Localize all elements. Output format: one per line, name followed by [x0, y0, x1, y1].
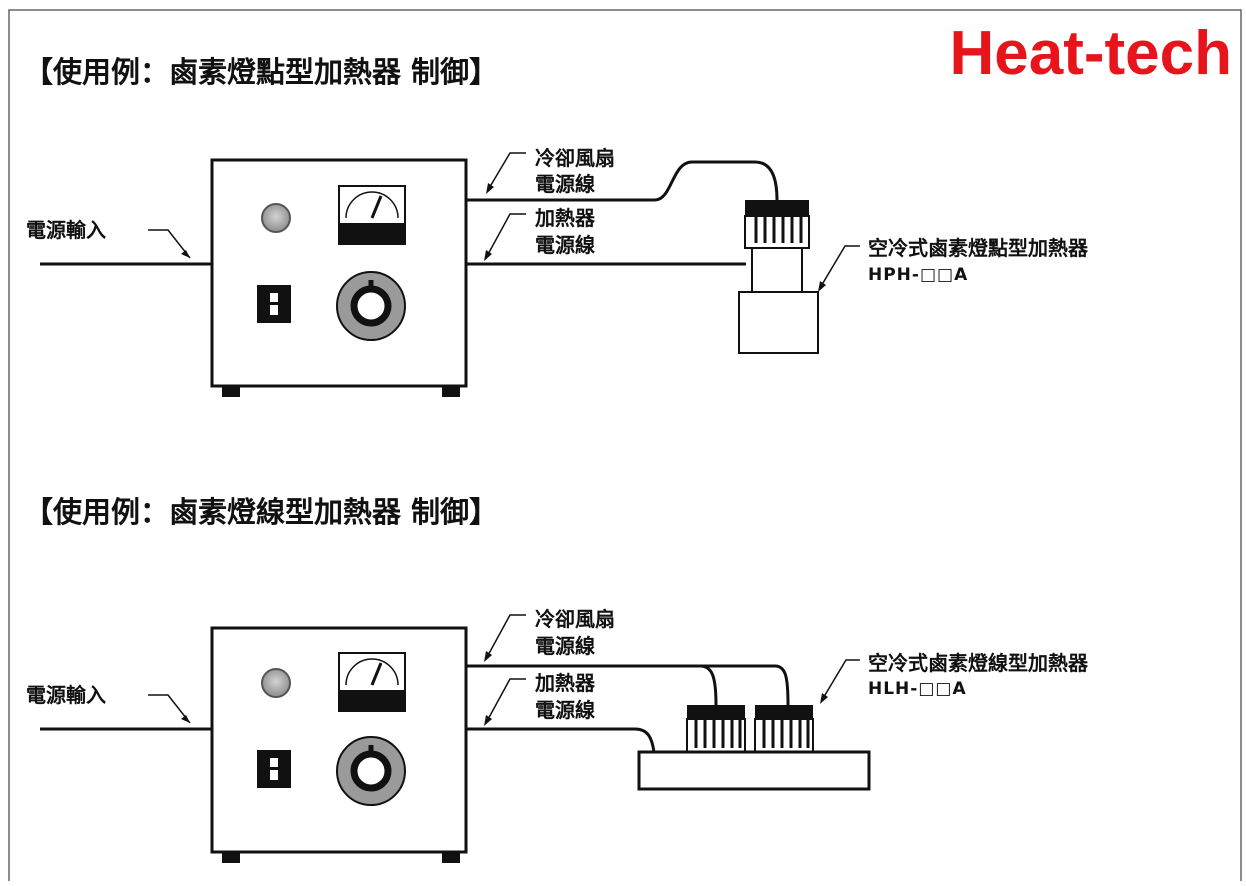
heater-cable-label-line2: 電源線: [535, 698, 595, 722]
fan-power-cable-branch: [699, 664, 718, 706]
diagram-title: 【使用例：鹵素燈線型加熱器 制御】: [24, 495, 498, 529]
controller-foot: [222, 386, 240, 397]
arrow-head: [820, 693, 828, 704]
arrow-head: [486, 183, 494, 194]
heater-model-label: HPH-□□A: [868, 265, 968, 285]
diagram-line-heater: 【使用例：鹵素燈線型加熱器 制御】: [24, 495, 1089, 863]
fan-vents: [762, 719, 810, 748]
label-leader: [148, 229, 191, 259]
heater-power-cable: [466, 727, 656, 753]
power-input-label: 電源輸入: [26, 218, 106, 242]
fan-power-cable: [466, 160, 779, 202]
heater-name-label: 空冷式鹵素燈線型加熱器: [868, 651, 1089, 675]
arrow-head: [484, 250, 492, 261]
diagram-spot-heater: 【使用例：鹵素燈點型加熱器 制御】: [24, 55, 1089, 397]
label-leader: [148, 694, 191, 724]
control-knob-icon: [336, 271, 406, 341]
label-leader: [821, 659, 860, 701]
arrow-head: [181, 715, 190, 723]
fan-cable-label-line2: 電源線: [535, 634, 595, 658]
page-frame: [8, 9, 1242, 886]
diagram-title: 【使用例：鹵素燈點型加熱器 制御】: [24, 55, 498, 89]
fan-power-cable: [466, 664, 790, 706]
heater-body: [738, 291, 819, 354]
fan-cable-label-line1: 冷卻風扇: [535, 146, 615, 170]
label-leader: [485, 213, 526, 259]
label-leader: [819, 245, 860, 289]
heater-cable-label-line1: 加熱器: [534, 206, 596, 230]
fan-housing-top: [755, 705, 813, 719]
arrow-head: [181, 250, 190, 258]
fan-housing-top: [745, 200, 809, 216]
fan-vents: [694, 719, 742, 748]
controller-unit: [210, 158, 468, 397]
power-switch-icon: [257, 750, 291, 788]
label-leader: [485, 678, 526, 724]
arrow-head: [484, 651, 492, 662]
label-leader: [485, 614, 526, 660]
analog-meter-icon: [338, 652, 406, 712]
analog-meter-icon: [338, 185, 406, 245]
heater-name-label: 空冷式鹵素燈點型加熱器: [868, 236, 1089, 260]
heater-cable-label-line2: 電源線: [535, 233, 595, 257]
arrow-head: [484, 715, 492, 726]
controller-unit: [210, 626, 468, 863]
controller-foot: [442, 386, 460, 397]
power-switch-icon: [257, 285, 291, 323]
heater-model-label: HLH-□□A: [868, 679, 967, 699]
heater-cable-label-line1: 加熱器: [534, 671, 596, 695]
indicator-lamp-icon: [261, 668, 291, 698]
controller-foot: [442, 852, 460, 863]
fan-cable-label-line2: 電源線: [535, 172, 595, 196]
line-heater-unit: [637, 705, 871, 791]
arrow-head: [818, 281, 826, 292]
fan-vents: [754, 216, 803, 243]
label-leader: [487, 152, 526, 191]
power-input-label: 電源輸入: [26, 683, 106, 707]
heater-body: [637, 750, 871, 791]
fan-cable-label-line1: 冷卻風扇: [535, 607, 615, 631]
heater-neck: [751, 247, 803, 293]
controller-foot: [222, 852, 240, 863]
spot-heater-unit: [738, 200, 819, 354]
fan-housing-top: [687, 705, 745, 719]
indicator-lamp-icon: [261, 203, 291, 233]
brand-logo: Heat-tech: [949, 19, 1232, 88]
control-knob-icon: [336, 736, 406, 806]
